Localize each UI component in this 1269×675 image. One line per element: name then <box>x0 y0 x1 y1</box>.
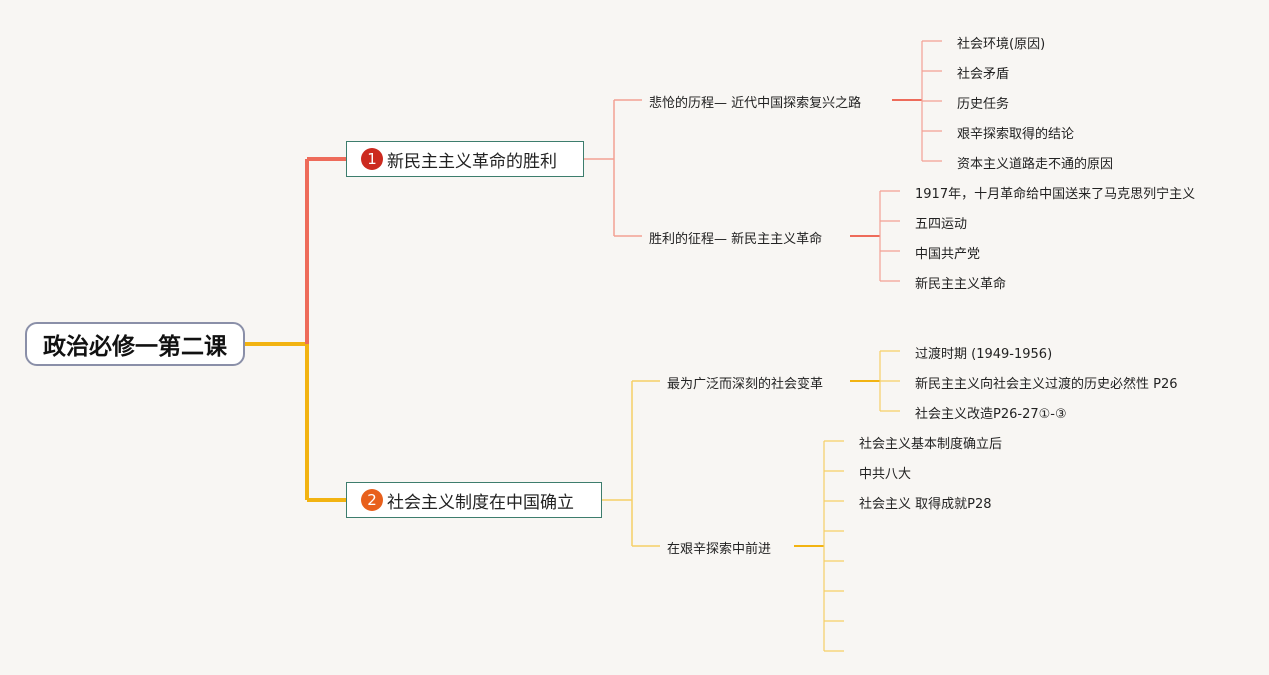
leaf-item[interactable]: 社会矛盾 <box>957 67 1010 82</box>
main-topic-label: 社会主义制度在中国确立 <box>387 492 574 513</box>
leaf-item[interactable]: 社会主义 取得成就P28 <box>859 497 992 512</box>
number-badge-2: 2 <box>361 489 383 511</box>
leaf-item[interactable]: 社会环境(原因) <box>957 37 1046 52</box>
leaf-item[interactable]: 新民主主义向社会主义过渡的历史必然性 P26 <box>915 377 1178 392</box>
subtopic-victory-march[interactable]: 胜利的征程— 新民主主义革命 <box>649 232 823 247</box>
subtopic-hard-exploration[interactable]: 在艰辛探索中前进 <box>667 542 772 557</box>
leaf-item[interactable]: 新民主主义革命 <box>915 277 1007 292</box>
leaf-item[interactable]: 历史任务 <box>957 97 1010 112</box>
leaf-item[interactable]: 资本主义道路走不通的原因 <box>957 157 1114 172</box>
subtopic-tragic-course[interactable]: 悲怆的历程— 近代中国探索复兴之路 <box>649 96 862 111</box>
leaf-item[interactable]: 1917年，十月革命给中国送来了马克思列宁主义 <box>915 187 1196 202</box>
main-topic-label: 新民主主义革命的胜利 <box>387 151 557 172</box>
leaf-item[interactable]: 过渡时期 (1949-1956) <box>915 347 1053 362</box>
number-badge-1: 1 <box>361 148 383 170</box>
main-topic-socialist-system[interactable]: 2 社会主义制度在中国确立 <box>346 482 602 518</box>
leaf-item[interactable]: 社会主义基本制度确立后 <box>859 437 1003 452</box>
subtopic-social-change[interactable]: 最为广泛而深刻的社会变革 <box>667 377 824 392</box>
leaf-item[interactable]: 中国共产党 <box>915 247 981 262</box>
leaf-item[interactable]: 五四运动 <box>915 217 968 232</box>
leaf-item[interactable]: 社会主义改造P26-27①-③ <box>915 407 1067 422</box>
leaf-item[interactable]: 艰辛探索取得的结论 <box>957 127 1075 142</box>
leaf-item[interactable]: 中共八大 <box>859 467 912 482</box>
main-topic-new-democratic-revolution[interactable]: 1 新民主主义革命的胜利 <box>346 141 584 177</box>
root-topic[interactable]: 政治必修一第二课 <box>25 322 245 366</box>
